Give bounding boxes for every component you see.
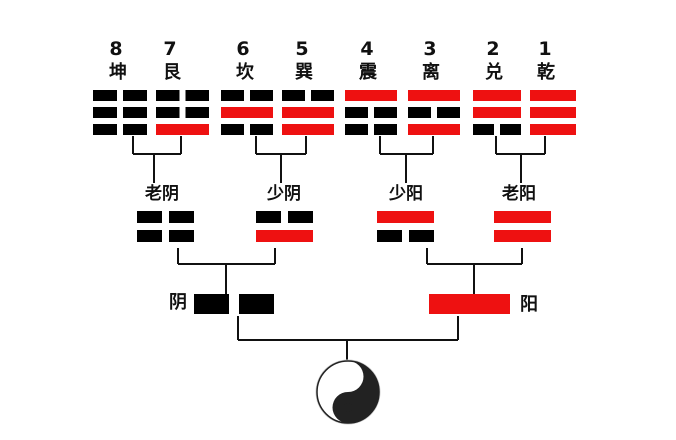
four-image-old-yin-line-1-yin-line-right [169, 230, 194, 242]
trigram-dui-line-3-yang-line [473, 90, 521, 101]
trigram-kun-line-3-yin-line-left [93, 90, 117, 101]
trigram-zhen-line-2-yin-line-right [374, 107, 397, 118]
trigram-gen-line-2-yin-line-right [185, 107, 209, 118]
trigram-gen-line-3-yin-line-left [156, 90, 180, 101]
trigram-number-dui: 2 [486, 38, 500, 60]
trigram-li-line-2-yin-line-left [408, 107, 431, 118]
four-image-label-young-yin: 少阴 [267, 184, 301, 204]
two-mode-yin-line-1-yin-line-right [239, 294, 274, 314]
trigram-kan-line-1-yin-line-right [250, 124, 273, 135]
trigram-kun-line-1-yin-line-right [123, 124, 147, 135]
four-image-label-old-yang: 老阳 [502, 184, 536, 204]
trigram-number-kun: 8 [109, 38, 123, 60]
trigram-gen-line-2-yin-line-left [156, 107, 180, 118]
trigram-kun-line-2-yin-line-right [123, 107, 147, 118]
trigram-name-dui: 兑 [485, 62, 503, 83]
trigram-name-zhen: 震 [359, 62, 377, 83]
yin-yang-light-dot [343, 372, 353, 381]
trigram-dui-line-2-yang-line [473, 107, 521, 118]
trigram-dui-line-1-yin-line-right [500, 124, 521, 135]
trigram-kan-line-2-yang-line [221, 107, 273, 118]
trigram-number-qian: 1 [538, 38, 552, 60]
four-image-old-yang-line-1-yang-line [494, 230, 551, 242]
trigram-kan-line-3-yin-line-right [250, 90, 273, 101]
four-image-young-yin-line-2-yin-line-left [256, 211, 281, 223]
four-image-label-young-yang: 少阳 [389, 184, 423, 204]
yin-yang-outline [316, 360, 380, 424]
trigram-qian-line-3-yang-line [530, 90, 576, 101]
yin-yang-dark-dot [343, 403, 353, 412]
trigram-name-gen: 艮 [163, 62, 181, 83]
trigram-zhen-line-2-yin-line-left [345, 107, 368, 118]
trigram-name-kan: 坎 [236, 62, 254, 83]
trigram-qian-line-1-yang-line [530, 124, 576, 135]
trigram-kun-line-3-yin-line-right [123, 90, 147, 101]
trigram-qian-line-2-yang-line [530, 107, 576, 118]
trigram-number-kan: 6 [236, 38, 250, 60]
four-image-young-yang-line-1-yin-line-right [409, 230, 434, 242]
trigram-name-kun: 坤 [109, 62, 127, 83]
four-image-old-yin-line-1-yin-line-left [137, 230, 162, 242]
trigram-zhen-line-3-yang-line [345, 90, 397, 101]
trigram-gen-line-3-yin-line-right [185, 90, 209, 101]
trigram-kun-line-2-yin-line-left [93, 107, 117, 118]
trigram-xun-line-3-yin-line-left [282, 90, 305, 101]
trigram-number-zhen: 4 [360, 38, 374, 60]
trigram-number-li: 3 [423, 38, 437, 60]
trigram-kun-line-1-yin-line-left [93, 124, 117, 135]
trigram-xun-line-2-yang-line [282, 107, 334, 118]
trigram-xun-line-3-yin-line-right [311, 90, 334, 101]
trigram-name-xun: 巽 [295, 62, 313, 83]
two-mode-label-yin: 阴 [169, 292, 187, 313]
four-image-young-yin-line-2-yin-line-right [288, 211, 313, 223]
two-mode-label-yang: 阳 [520, 294, 538, 315]
four-image-label-old-yin: 老阴 [145, 184, 179, 204]
four-image-young-yin-line-1-yang-line [256, 230, 313, 242]
trigram-kan-line-3-yin-line-left [221, 90, 244, 101]
four-image-old-yang-line-2-yang-line [494, 211, 551, 223]
trigram-name-qian: 乾 [537, 62, 555, 83]
trigram-number-xun: 5 [295, 38, 309, 60]
two-mode-yang-line-1-yang-line [429, 294, 510, 314]
trigram-li-line-3-yang-line [408, 90, 460, 101]
trigram-dui-line-1-yin-line-left [473, 124, 494, 135]
trigram-li-line-1-yang-line [408, 124, 460, 135]
trigram-zhen-line-1-yin-line-right [374, 124, 397, 135]
four-image-old-yin-line-2-yin-line-right [169, 211, 194, 223]
trigram-number-gen: 7 [163, 38, 177, 60]
trigram-name-li: 离 [422, 62, 440, 83]
trigram-li-line-2-yin-line-right [437, 107, 460, 118]
four-image-young-yang-line-1-yin-line-left [377, 230, 402, 242]
trigram-xun-line-1-yang-line [282, 124, 334, 135]
two-mode-yin-line-1-yin-line-left [194, 294, 229, 314]
trigram-gen-line-1-yang-line [156, 124, 209, 135]
four-image-young-yang-line-2-yang-line [377, 211, 434, 223]
trigram-kan-line-1-yin-line-left [221, 124, 244, 135]
trigram-zhen-line-1-yin-line-left [345, 124, 368, 135]
four-image-old-yin-line-2-yin-line-left [137, 211, 162, 223]
